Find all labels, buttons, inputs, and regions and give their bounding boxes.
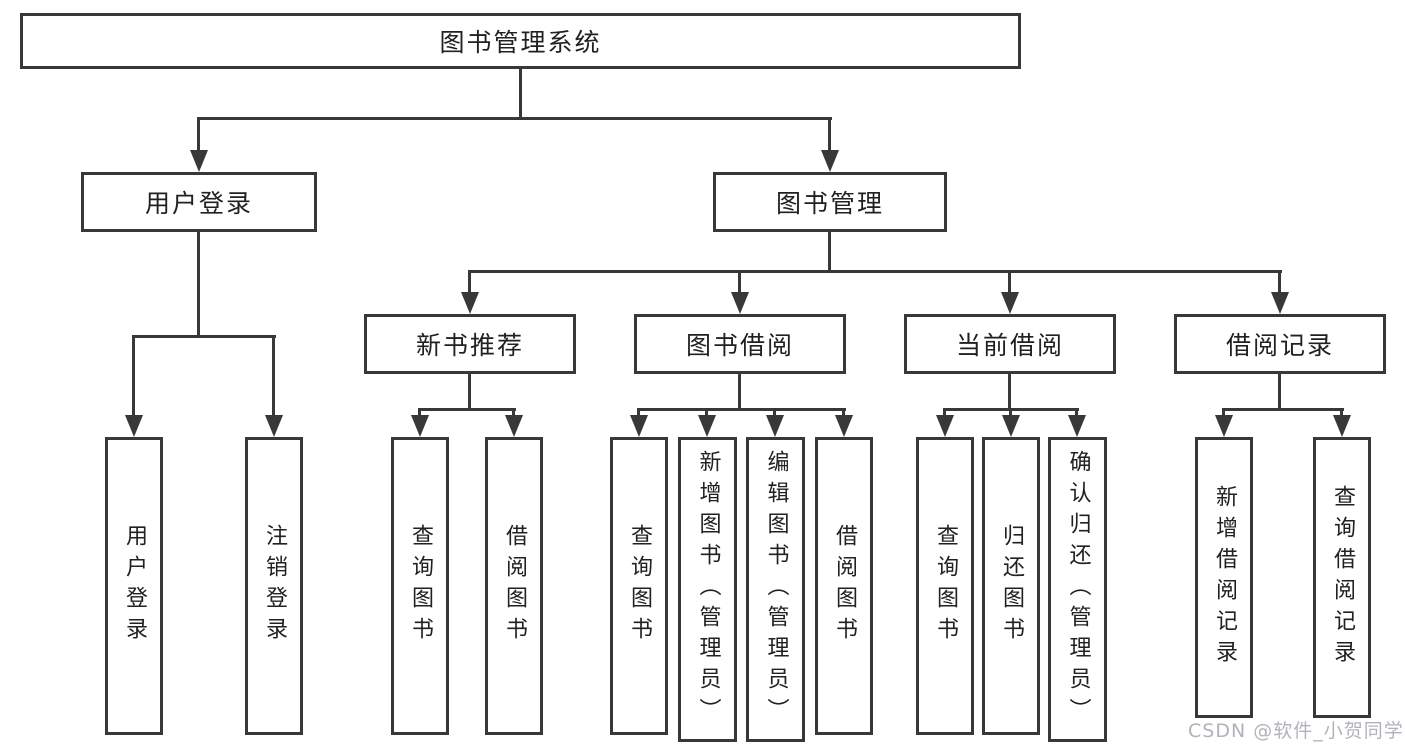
connector-vline bbox=[468, 270, 471, 295]
connector-hline bbox=[197, 117, 832, 120]
arrow-down-icon bbox=[190, 150, 208, 172]
connector-vline bbox=[512, 408, 515, 418]
arrow-down-icon bbox=[1215, 415, 1233, 437]
arrow-down-icon bbox=[461, 292, 479, 314]
arrow-down-icon bbox=[1271, 292, 1289, 314]
node-user-login: 用户登录 bbox=[81, 172, 317, 232]
connector-vline bbox=[842, 408, 845, 418]
watermark-text: CSDN @软件_小贺同学 bbox=[1188, 720, 1404, 742]
leaf-label: 借阅图书 bbox=[502, 524, 527, 648]
connector-vline bbox=[828, 117, 831, 153]
leaf-label: 编辑图书（管理员） bbox=[763, 450, 789, 729]
connector-vline bbox=[705, 408, 708, 418]
leaf-add-book-admin: 新增图书（管理员） bbox=[678, 437, 737, 742]
connector-vline bbox=[637, 408, 640, 418]
connector-vline bbox=[519, 67, 522, 117]
arrow-down-icon bbox=[1002, 415, 1020, 437]
leaf-label: 查询借阅记录 bbox=[1330, 484, 1355, 671]
leaf-query-books: 查询图书 bbox=[916, 437, 974, 735]
arrow-down-icon bbox=[821, 150, 839, 172]
leaf-label: 查询图书 bbox=[627, 524, 652, 648]
leaf-edit-book-admin: 编辑图书（管理员） bbox=[746, 437, 805, 742]
leaf-query-borrow-record: 查询借阅记录 bbox=[1313, 437, 1371, 718]
arrow-down-icon bbox=[731, 292, 749, 314]
connector-hline bbox=[1222, 408, 1344, 411]
connector-hline bbox=[132, 335, 276, 338]
leaf-add-borrow-record: 新增借阅记录 bbox=[1195, 437, 1253, 718]
leaf-confirm-return-admin: 确认归还（管理员） bbox=[1048, 437, 1107, 742]
leaf-return-book: 归还图书 bbox=[982, 437, 1040, 735]
arrow-down-icon bbox=[265, 415, 283, 437]
arrow-down-icon bbox=[411, 415, 429, 437]
connector-vline bbox=[1222, 408, 1225, 418]
arrow-down-icon bbox=[630, 415, 648, 437]
connector-vline bbox=[738, 270, 741, 295]
root-node-library-system: 图书管理系统 bbox=[20, 13, 1021, 69]
leaf-label: 注销登录 bbox=[262, 524, 287, 648]
leaf-user-login: 用户登录 bbox=[105, 437, 163, 735]
node-borrow-records: 借阅记录 bbox=[1174, 314, 1386, 374]
connector-vline bbox=[1009, 408, 1012, 418]
leaf-label: 借阅图书 bbox=[832, 524, 857, 648]
connector-vline bbox=[1008, 270, 1011, 295]
leaf-label: 确认归还（管理员） bbox=[1065, 450, 1091, 729]
arrow-down-icon bbox=[505, 415, 523, 437]
leaf-borrow-books: 借阅图书 bbox=[485, 437, 543, 735]
arrow-down-icon bbox=[936, 415, 954, 437]
connector-vline bbox=[132, 335, 135, 418]
connector-vline bbox=[1075, 408, 1078, 418]
leaf-label: 查询图书 bbox=[408, 524, 433, 648]
node-current-borrow: 当前借阅 bbox=[904, 314, 1116, 374]
leaf-query-books: 查询图书 bbox=[610, 437, 668, 735]
connector-vline bbox=[197, 232, 200, 338]
leaf-query-books: 查询图书 bbox=[391, 437, 449, 735]
connector-vline bbox=[197, 117, 200, 153]
leaf-logout: 注销登录 bbox=[245, 437, 303, 735]
leaf-label: 归还图书 bbox=[999, 524, 1024, 648]
connector-vline bbox=[738, 374, 741, 410]
arrow-down-icon bbox=[698, 415, 716, 437]
arrow-down-icon bbox=[1001, 292, 1019, 314]
connector-vline bbox=[272, 335, 275, 418]
connector-vline bbox=[773, 408, 776, 418]
connector-vline bbox=[418, 408, 421, 418]
arrow-down-icon bbox=[1333, 415, 1351, 437]
connector-vline bbox=[1278, 374, 1281, 410]
connector-vline bbox=[828, 232, 831, 273]
arrow-down-icon bbox=[1068, 415, 1086, 437]
connector-hline bbox=[468, 270, 1282, 273]
leaf-label: 新增借阅记录 bbox=[1212, 484, 1237, 671]
arrow-down-icon bbox=[835, 415, 853, 437]
connector-vline bbox=[1340, 408, 1343, 418]
node-book-borrow: 图书借阅 bbox=[634, 314, 846, 374]
connector-hline bbox=[637, 408, 846, 411]
node-new-book-recommend: 新书推荐 bbox=[364, 314, 576, 374]
arrow-down-icon bbox=[125, 415, 143, 437]
connector-vline bbox=[1278, 270, 1281, 295]
node-book-management: 图书管理 bbox=[713, 172, 947, 232]
leaf-label: 用户登录 bbox=[122, 524, 147, 648]
leaf-borrow-books: 借阅图书 bbox=[815, 437, 873, 735]
connector-vline bbox=[468, 374, 471, 410]
leaf-label: 新增图书（管理员） bbox=[695, 450, 721, 729]
connector-vline bbox=[943, 408, 946, 418]
connector-hline bbox=[418, 408, 516, 411]
leaf-label: 查询图书 bbox=[933, 524, 958, 648]
connector-vline bbox=[1008, 374, 1011, 410]
arrow-down-icon bbox=[766, 415, 784, 437]
